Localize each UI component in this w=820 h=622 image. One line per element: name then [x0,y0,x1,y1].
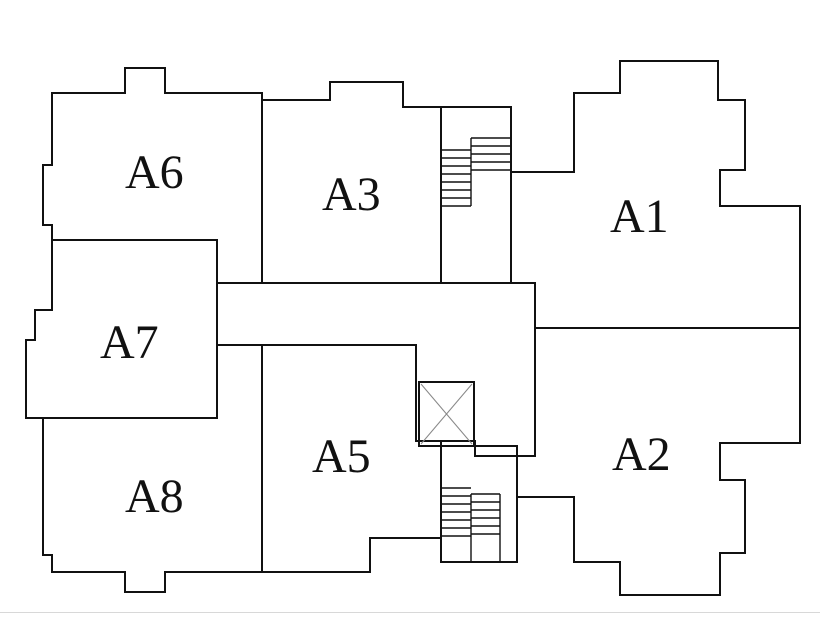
corridor [216,282,536,457]
elevator-shaft [418,381,475,447]
unit-a8-outline [42,344,263,593]
stairwell-south [440,445,518,563]
unit-a7-label: A7 [100,316,159,369]
unit-a7-outline [25,239,218,419]
stairwell-north [440,106,512,284]
unit-a3-label: A3 [322,168,381,221]
unit-a2-outline [516,327,801,596]
unit-a8-label: A8 [125,470,184,523]
unit-a1-label: A1 [610,190,669,243]
footer-divider [0,612,820,613]
unit-a6-label: A6 [125,146,184,199]
unit-a2-label: A2 [612,428,671,481]
unit-a5-label: A5 [312,430,371,483]
